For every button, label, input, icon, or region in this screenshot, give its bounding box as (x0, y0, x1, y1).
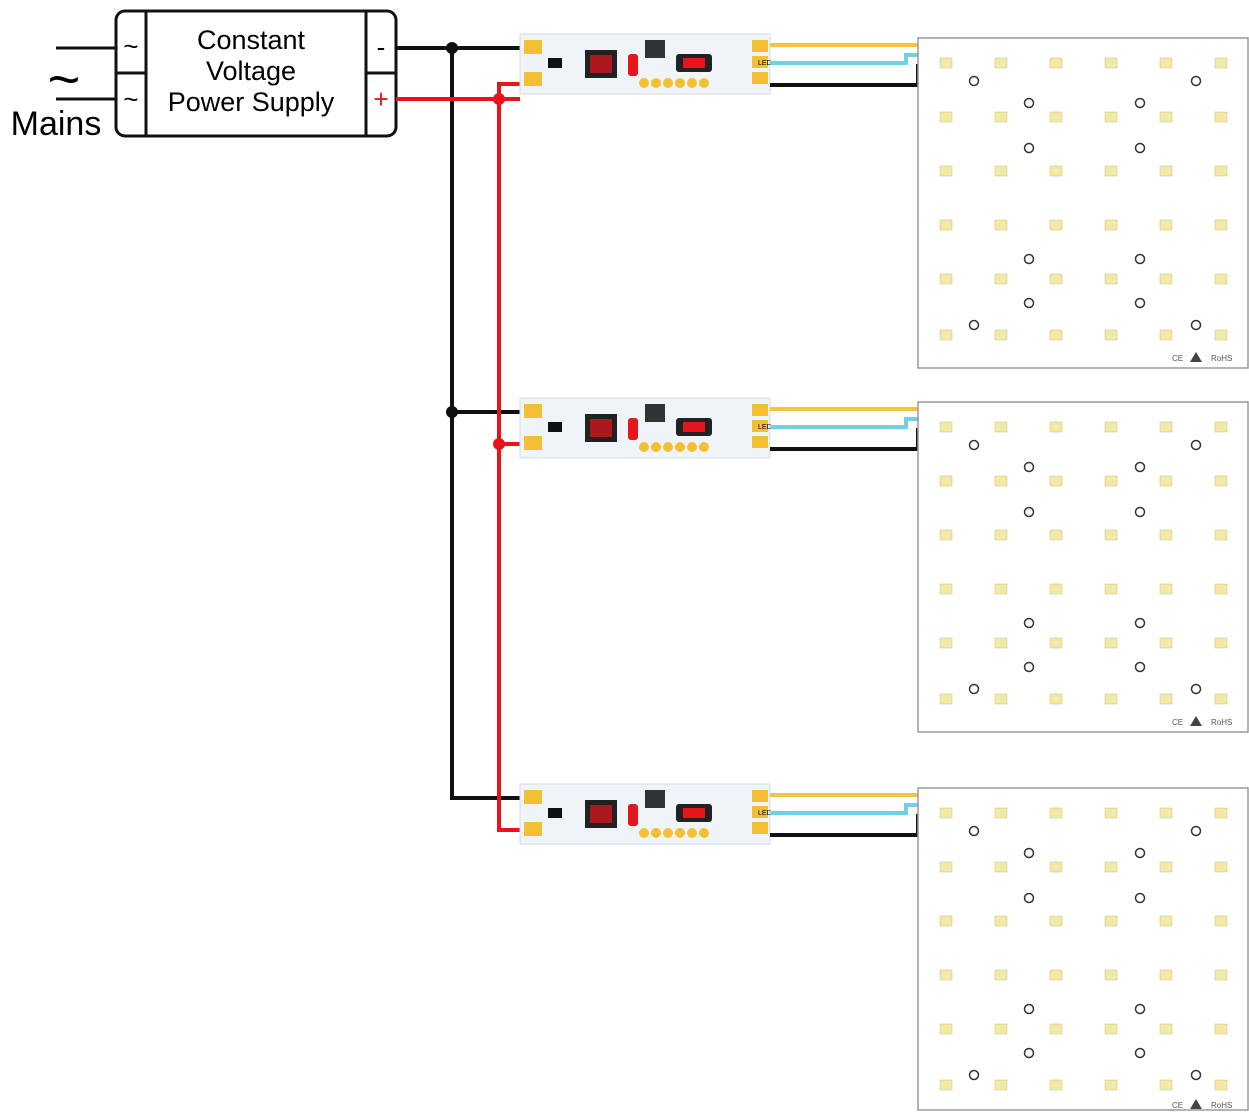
unit-2: LED (519, 397, 1249, 733)
output-wires (770, 43, 930, 87)
output-wires (770, 793, 930, 837)
rohs-icon: RoHS (1211, 1101, 1232, 1110)
esd-warning-icon (1190, 716, 1202, 726)
led-panel: CE RoHS (917, 787, 1249, 1111)
ce-mark-icon: CE (1172, 354, 1183, 363)
output-wires (770, 407, 930, 451)
rohs-icon: RoHS (1211, 718, 1232, 727)
controller-led-label: LED (758, 60, 772, 67)
bus-junctions (446, 42, 505, 450)
led-panel: CE RoHS (917, 37, 1249, 369)
positive-bus (396, 82, 520, 832)
controller-led-label: LED (758, 810, 772, 817)
plus-icon: + (373, 84, 388, 114)
rohs-icon: RoHS (1211, 354, 1232, 363)
power-supply-title-line-2: Voltage (206, 56, 296, 86)
mains-tilde-icon: ~ (48, 47, 81, 110)
esd-warning-icon (1190, 352, 1202, 362)
led-controller: LED (519, 33, 772, 95)
tilde-icon: ~ (123, 84, 138, 114)
tilde-icon: ~ (123, 31, 138, 61)
ce-mark-icon: CE (1172, 1101, 1183, 1110)
unit-1: LED (519, 33, 1249, 369)
mains-label: Mains (11, 105, 102, 143)
ce-mark-icon: CE (1172, 718, 1183, 727)
unit-3: LED (519, 783, 1249, 1111)
esd-warning-icon (1190, 1099, 1202, 1109)
negative-bus (396, 46, 520, 800)
power-supply-title-line-3: Power Supply (168, 87, 335, 117)
led-controller: LED (519, 783, 772, 845)
led-controller: LED (519, 397, 772, 459)
led-panel: CE RoHS (917, 401, 1249, 733)
controller-led-label: LED (758, 424, 772, 431)
minus-icon: - (377, 32, 386, 62)
mains-input: ~ Mains (11, 46, 116, 143)
power-supply: ~ ~ - + Constant Voltage Power Supply (114, 9, 398, 138)
power-supply-title-line-1: Constant (197, 25, 306, 55)
